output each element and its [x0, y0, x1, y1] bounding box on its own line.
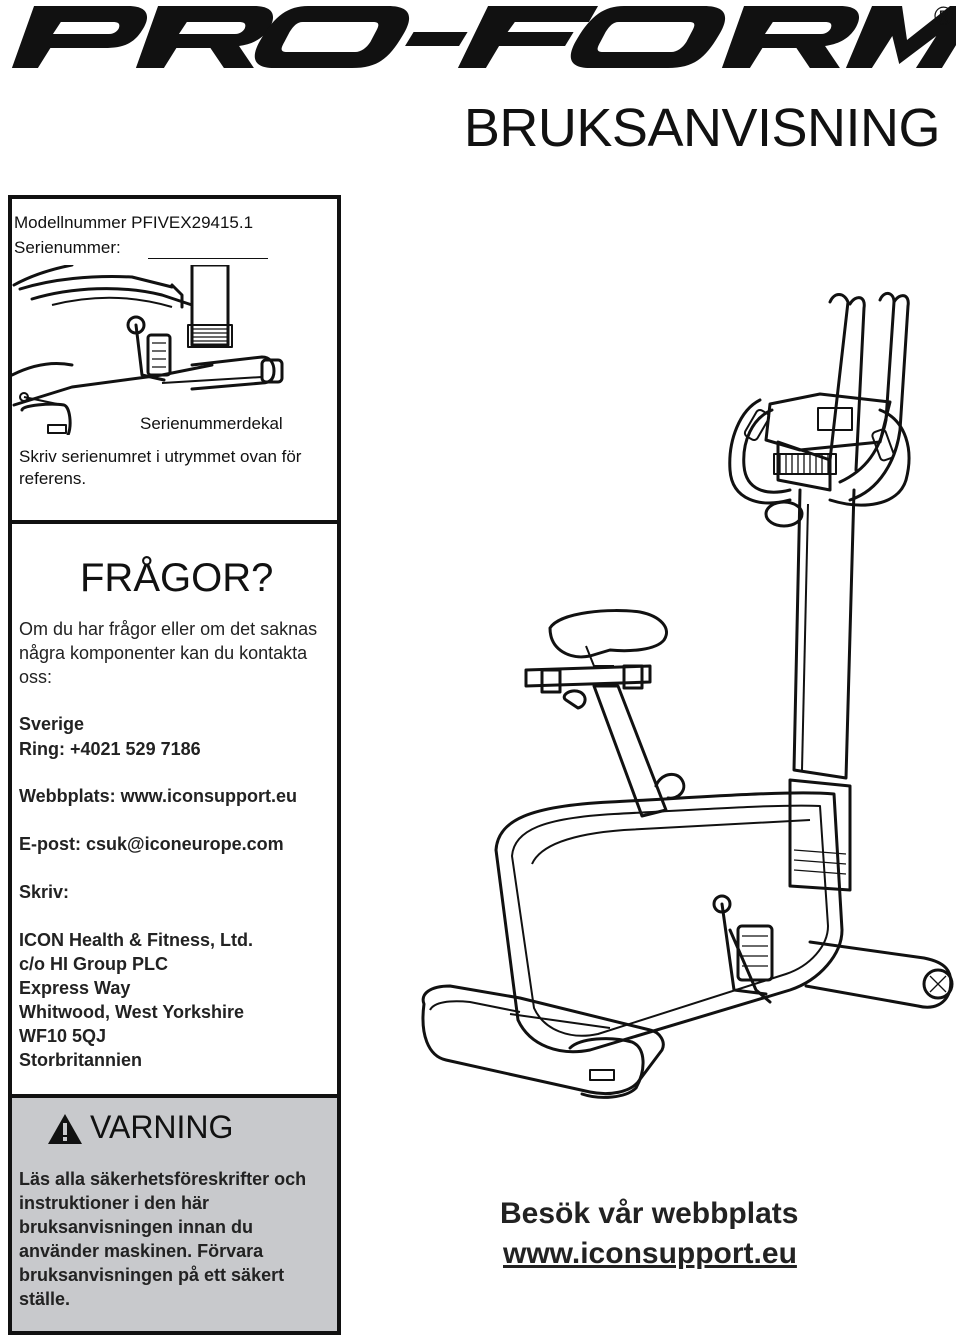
contact-email: E-post: csuk@iconeurope.com: [19, 834, 284, 854]
questions-heading: FRÅGOR?: [80, 556, 274, 600]
left-info-frame: [8, 195, 341, 1335]
warning-triangle-icon: [48, 1114, 82, 1144]
contact-write-label: Skriv:: [19, 882, 70, 902]
serial-decal-label: Serienummerdekal: [140, 414, 283, 433]
address-line: c/o HI Group PLC: [19, 954, 169, 974]
address-line: Whitwood, West Yorkshire: [19, 1002, 245, 1022]
registered-mark: ®: [934, 1, 954, 31]
warning-heading: VARNING: [90, 1109, 234, 1145]
brand-logo: [11, 6, 956, 68]
serial-number-blank-line: [148, 258, 268, 259]
frame-divider: [8, 520, 341, 524]
serial-decal-illustration: [12, 265, 284, 435]
frame-divider: [8, 1094, 341, 1098]
contact-phone: Ring: +4021 529 7186: [19, 739, 201, 759]
address-line: Storbritannien: [19, 1050, 143, 1070]
warning-text: Läs alla säkerhetsföreskrifter och instr…: [19, 1169, 307, 1309]
postal-address: ICON Health & Fitness, Ltd. c/o HI Group…: [19, 928, 253, 1072]
address-line: WF10 5QJ: [19, 1026, 107, 1046]
address-line: Express Way: [19, 978, 131, 998]
questions-intro: Om du har frågor eller om det saknas någ…: [19, 619, 318, 687]
serial-note: Skriv serienumret i utrymmet ovan för re…: [19, 447, 302, 488]
serial-number-label: Serienummer:: [14, 238, 121, 257]
visit-website-heading: Besök vår webbplats: [500, 1197, 799, 1230]
document-title: BRUKSANVISNING: [463, 98, 941, 158]
contact-country: Sverige: [19, 714, 85, 734]
exercise-bike-illustration: [421, 292, 954, 1099]
visit-website-link[interactable]: www.iconsupport.eu: [503, 1237, 797, 1270]
contact-website: Webbplats: www.iconsupport.eu: [19, 786, 298, 806]
address-line: ICON Health & Fitness, Ltd.: [19, 930, 254, 950]
model-number: Modellnummer PFIVEX29415.1: [14, 213, 254, 232]
